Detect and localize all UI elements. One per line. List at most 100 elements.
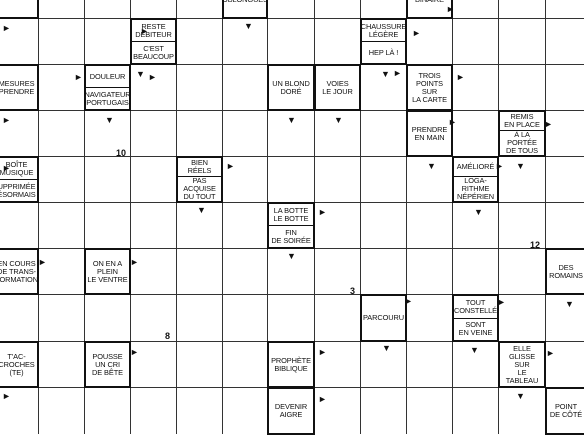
clue-cell-c01: SOLUTION: [0, 0, 39, 19]
arrow-right-icon: ►: [318, 347, 327, 357]
clue-text: POINT DE CÔTÉ: [549, 402, 583, 419]
clue-number: 8: [165, 331, 171, 341]
arrow-right-icon: ►: [130, 347, 139, 357]
clue-text: LOGA- RITHME NÉPÉRIEN: [454, 176, 497, 201]
clue-text: PROPHÈTE BIBLIQUE: [271, 355, 311, 373]
arrow-right-icon: ►: [404, 296, 413, 306]
clue-cell-c07: DOULEUR NAVIGATEUR PORTUGAIS: [84, 64, 131, 111]
clue-cell-c21: TOUT CONSTELLÉ SONT EN VEINE: [452, 294, 499, 342]
clue-text: UPPRIMÉE ÉSORMAIS: [0, 179, 37, 201]
clue-text: À LA PORTÉE DE TOUS: [500, 130, 544, 155]
arrow-right-icon: ►: [38, 257, 47, 267]
clue-cell-c22: T'AC- CROCHES (TE): [0, 341, 39, 388]
clue-text: POUSSE UN CRI DE BÊTE: [92, 351, 123, 377]
arrow-right-icon: ►: [393, 68, 402, 78]
clue-text: MESURES PRENDRE: [0, 78, 35, 96]
clue-cell-c08: UN BLOND DORÉ: [267, 64, 315, 111]
arrow-right-icon: ►: [2, 115, 11, 125]
arrow-right-icon: ►: [2, 163, 11, 173]
grid-line-vertical: [545, 0, 546, 434]
arrow-right-icon: ►: [2, 391, 11, 401]
arrow-right-icon: ►: [546, 348, 555, 358]
grid-line-vertical: [498, 0, 499, 434]
clue-text: REMIS EN PLACE: [504, 112, 540, 129]
clue-cell-c25: ELLE GLISSE SUR LE TABLEAU: [498, 341, 546, 388]
arrow-right-icon: ►: [130, 257, 139, 267]
arrow-down-icon: ▼: [287, 251, 296, 261]
clue-text: BOÎTE MUSIQUE: [0, 159, 34, 177]
clue-cell-c18: ON EN A PLEIN LE VENTRE: [84, 248, 131, 295]
arrow-down-icon: ▼: [381, 69, 390, 79]
arrow-right-icon: ►: [446, 4, 455, 14]
arrow-right-icon: ►: [148, 72, 157, 82]
arrow-right-icon: ►: [456, 72, 465, 82]
arrow-down-icon: ▼: [244, 21, 253, 31]
clue-text: DES ROMAINS: [549, 262, 583, 280]
arrow-down-icon: ▼: [382, 343, 391, 353]
arrow-right-icon: ►: [226, 161, 235, 171]
arrow-down-icon: ▼: [516, 391, 525, 401]
clue-text: TROIS POINTS SUR LA CARTE: [412, 70, 447, 104]
clue-text: ELLE GLISSE SUR LE TABLEAU: [505, 343, 539, 385]
clue-text: EN COURS DE TRANS- FORMATION: [0, 258, 38, 284]
clue-cell-c13: BOÎTE MUSIQUE UPPRIMÉE ÉSORMAIS: [0, 156, 39, 203]
arrow-right-icon: ►: [544, 119, 553, 129]
grid-line-horizontal: [0, 18, 584, 19]
clue-text: DOULEUR: [89, 71, 126, 81]
arrow-down-icon: ▼: [516, 161, 525, 171]
clue-text: HEP LÀ !: [362, 41, 405, 63]
clue-cell-c11: PRENDRE EN MAIN: [406, 110, 453, 157]
arrow-down-icon: ▼: [474, 207, 483, 217]
clue-cell-c06: MESURES PRENDRE: [0, 64, 39, 111]
clue-cell-c23: POUSSE UN CRI DE BÊTE: [84, 341, 131, 388]
arrow-right-icon: ►: [448, 117, 457, 127]
clue-text: VOIES LE JOUR: [322, 78, 353, 96]
clue-text: NAVIGATEUR PORTUGAIS: [85, 87, 131, 109]
clue-text: PARCOURU: [363, 313, 404, 322]
arrow-right-icon: ►: [412, 28, 421, 38]
arrow-right-icon: ►: [74, 72, 83, 82]
arrow-right-icon: ►: [497, 297, 506, 307]
clue-cell-c17: EN COURS DE TRANS- FORMATION: [0, 248, 39, 295]
clue-text: PAS ACQUISE DU TOUT: [178, 176, 221, 201]
clue-cell-c19: DES ROMAINS: [545, 248, 584, 295]
arrow-down-icon: ▼: [427, 161, 436, 171]
clue-text: DE CHAÎNE BINAIRE: [408, 0, 451, 17]
arrow-down-icon: ▼: [197, 205, 206, 215]
clue-cell-c03: DE CHAÎNE BINAIRE: [406, 0, 453, 19]
grid-line-horizontal: [0, 294, 584, 295]
clue-cell-c09: VOIES LE JOUR: [314, 64, 361, 111]
clue-cell-c02: TOMATES OBLONGUES: [222, 0, 268, 19]
clue-number: 10: [116, 148, 127, 158]
clue-cell-c20: PARCOURU: [360, 294, 407, 342]
grid-line-vertical: [360, 0, 361, 434]
clue-text: RESTE DÉBITEUR: [135, 21, 172, 39]
clue-text: LA BOTTE LE BOTTE: [273, 205, 309, 223]
grid-line-vertical: [452, 0, 453, 434]
arrow-down-icon: ▼: [565, 299, 574, 309]
arrow-down-icon: ▼: [136, 69, 145, 79]
clue-cell-c24: PROPHÈTE BIBLIQUE: [267, 341, 315, 388]
clue-text: DEVENIR AIGRE: [274, 402, 308, 419]
clue-text: UN BLOND DORÉ: [272, 78, 310, 96]
clue-text: CHAUSSURE LÉGÈRE: [360, 21, 407, 39]
arrow-down-icon: ▼: [470, 345, 479, 355]
clue-text: TOMATES OBLONGUES: [222, 0, 268, 17]
clue-text: T'AC- CROCHES (TE): [0, 351, 35, 377]
grid-line-horizontal: [0, 156, 584, 157]
clue-cell-c26: DEVENIR AIGRE: [267, 387, 315, 435]
clue-text: SOLUTION: [0, 0, 37, 17]
clue-text: TOUT CONSTELLÉ: [453, 297, 498, 315]
clue-text: SONT EN VEINE: [454, 317, 497, 341]
clue-cell-c10: TROIS POINTS SUR LA CARTE: [406, 64, 453, 111]
grid-line-vertical: [176, 0, 177, 434]
arrow-down-icon: ▼: [287, 115, 296, 125]
clue-text: FIN DE SOIRÉE: [269, 225, 313, 247]
clue-text: BIEN RÉELS: [187, 158, 212, 175]
grid-line-vertical: [130, 0, 131, 434]
arrow-down-icon: ▼: [334, 115, 343, 125]
clue-text: AMÉLIORÉ: [456, 162, 495, 171]
